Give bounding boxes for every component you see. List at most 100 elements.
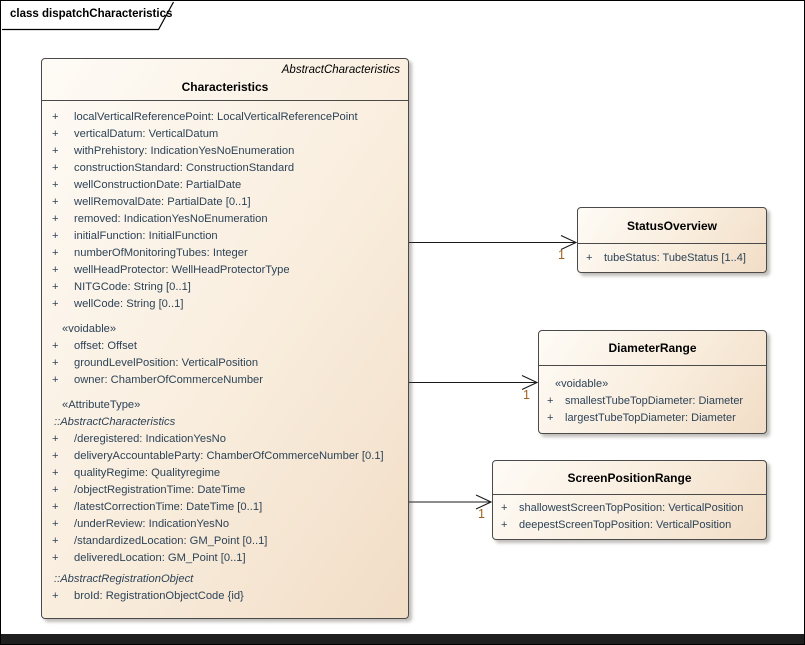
visibility-plus: + — [52, 162, 59, 174]
attribute-row: + numberOfMonitoringTubes: Integer — [42, 245, 408, 262]
visibility-plus: + — [52, 145, 59, 157]
visibility-plus: + — [52, 196, 59, 208]
attribute-row: + constructionStandard: ConstructionStand… — [42, 160, 408, 177]
attribute-text: qualityRegime: Qualityregime — [74, 467, 221, 479]
visibility-plus: + — [52, 281, 59, 293]
attribute-row: + wellCode: String [0..1] — [42, 296, 408, 313]
visibility-plus: + — [52, 552, 59, 564]
stereotype-voidable-label: «voidable» — [62, 323, 117, 335]
class-statusoverview[interactable]: StatusOverview + tubeStatus: TubeStatus [… — [577, 207, 767, 273]
connector-screenpositionrange[interactable] — [409, 494, 493, 510]
visibility-plus: + — [586, 252, 593, 264]
attribute-text: shallowestScreenTopPosition: VerticalPos… — [519, 502, 744, 514]
class-name: StatusOverview — [626, 218, 718, 233]
visibility-plus: + — [501, 502, 508, 514]
attribute-row: +owner: ChamberOfCommerceNumber — [42, 372, 408, 389]
attribute-row: +deliveryAccountableParty: ChamberOfComm… — [42, 448, 408, 465]
visibility-plus: + — [52, 467, 59, 479]
attribute-row: +smallestTubeTopDiameter: Diameter — [539, 393, 766, 410]
attribute-row: +initialFunction: InitialFunction — [42, 228, 408, 245]
inherited-section-label: ::AbstractRegistrationObject — [54, 573, 194, 585]
connector-statusoverview[interactable] — [409, 235, 578, 250]
stereotype-attributetype-label: «AttributeType» — [62, 399, 141, 411]
visibility-plus: + — [547, 412, 554, 424]
visibility-plus: + — [52, 340, 59, 352]
stereotype-voidable-label: «voidable» — [555, 378, 609, 390]
attribute-text: wellHeadProtector: WellHeadProtectorType — [74, 264, 290, 276]
attribute-row: + wellRemovalDate: PartialDate [0..1] — [42, 194, 408, 211]
attribute-text: tubeStatus: TubeStatus [1..4] — [604, 252, 746, 264]
multiplicity-label: 1 — [558, 248, 565, 262]
class-diameterrange[interactable]: DiameterRange «voidable» +smallestTubeTo… — [538, 330, 767, 434]
class-header: DiameterRange — [539, 331, 766, 366]
inherited-section-label: ::AbstractCharacteristics — [54, 416, 176, 428]
class-screenpositionrange[interactable]: ScreenPositionRange + shallowestScreenTop… — [492, 460, 767, 540]
attribute-row: + tubeStatus: TubeStatus [1..4] — [578, 250, 766, 267]
frame-title: class dispatchCharacteristics — [10, 8, 173, 20]
attribute-row: + shallowestScreenTopPosition: VerticalPo… — [493, 500, 766, 517]
attribute-text: deepestScreenTopPosition: VerticalPositi… — [519, 519, 732, 531]
attribute-text: /objectRegistrationTime: DateTime — [74, 484, 246, 496]
open-arrowhead-icon — [475, 494, 493, 510]
attribute-text: NITGCode: String [0..1] — [74, 281, 191, 293]
attribute-text: smallestTubeTopDiameter: Diameter — [565, 395, 744, 407]
attribute-row: +/standardizedLocation: GM_Point [0..1] — [42, 533, 408, 550]
class-header: StatusOverview — [578, 208, 766, 244]
attribute-text: /standardizedLocation: GM_Point [0..1] — [74, 535, 268, 547]
attribute-row: + NITGCode: String [0..1] — [42, 279, 408, 296]
attribute-row: + offset: Offset — [42, 338, 408, 355]
attribute-row: + wellHeadProtector: WellHeadProtectorTyp… — [42, 262, 408, 279]
attribute-row: + deepestScreenTopPosition: VerticalPosit… — [493, 517, 766, 534]
attribute-text: /deregistered: IndicationYesNo — [74, 433, 226, 445]
attribute-row: + qualityRegime: Qualityregime — [42, 465, 408, 482]
attribute-text: /latestCorrectionTime: DateTime [0..1] — [74, 501, 263, 513]
attribute-text: deliveredLocation: GM_Point [0..1] — [74, 552, 246, 564]
class-name: ScreenPositionRange — [567, 470, 692, 485]
attribute-text: constructionStandard: ConstructionStanda… — [74, 162, 295, 174]
attribute-text: wellRemovalDate: PartialDate [0..1] — [74, 196, 251, 208]
attribute-row: +/deregistered: IndicationYesNo — [42, 431, 408, 448]
attribute-text: numberOfMonitoringTubes: Integer — [74, 247, 248, 259]
connector-diameterrange[interactable] — [409, 375, 539, 390]
class-name: Characteristics — [181, 80, 269, 94]
attribute-text: broId: RegistrationObjectCode {id} — [74, 590, 244, 602]
class-header: AbstractCharacteristics Characteristics — [42, 59, 408, 101]
frame-tab-outline — [2, 1, 175, 31]
attribute-text: verticalDatum: VerticalDatum — [74, 128, 219, 140]
attribute-text: withPrehistory: IndicationYesNoEnumerati… — [74, 145, 295, 157]
visibility-plus: + — [52, 264, 59, 276]
attribute-row: + largestTubeTopDiameter: Diameter — [539, 410, 766, 427]
attribute-row: + removed: IndicationYesNoEnumeration — [42, 211, 408, 228]
attribute-text: removed: IndicationYesNoEnumeration — [74, 213, 268, 225]
attribute-text: deliveryAccountableParty: ChamberOfComme… — [74, 450, 384, 462]
attribute-row: +/objectRegistrationTime: DateTime — [42, 482, 408, 499]
class-characteristics[interactable]: AbstractCharacteristics Characteristics … — [41, 58, 409, 619]
attribute-text: wellCode: String [0..1] — [74, 298, 184, 310]
visibility-plus: + — [52, 374, 59, 386]
visibility-plus: + — [52, 590, 59, 602]
multiplicity-label: 1 — [523, 388, 530, 402]
parent-class-label: AbstractCharacteristics — [281, 64, 400, 76]
open-arrowhead-icon — [560, 235, 578, 250]
open-arrowhead-icon — [521, 375, 539, 390]
visibility-plus: + — [52, 247, 59, 259]
attribute-row: +wellConstructionDate: PartialDate — [42, 177, 408, 194]
visibility-plus: + — [52, 128, 59, 140]
attribute-text: /underReview: IndicationYesNo — [74, 518, 230, 530]
attribute-row: +groundLevelPosition: VerticalPosition — [42, 355, 408, 372]
visibility-plus: + — [52, 298, 59, 310]
attribute-row: + deliveredLocation: GM_Point [0..1] — [42, 550, 408, 567]
multiplicity-label: 1 — [478, 507, 485, 521]
visibility-plus: + — [52, 213, 59, 225]
attribute-text: largestTubeTopDiameter: Diameter — [565, 412, 736, 424]
attribute-text: wellConstructionDate: PartialDate — [74, 179, 242, 191]
visibility-plus: + — [501, 519, 508, 531]
attribute-text: initialFunction: InitialFunction — [74, 230, 218, 242]
attributes-compartment: + shallowestScreenTopPosition: VerticalPo… — [493, 495, 766, 534]
attribute-row: +/underReview: IndicationYesNo — [42, 516, 408, 533]
attribute-text: offset: Offset — [74, 340, 138, 352]
attribute-row: + withPrehistory: IndicationYesNoEnumerat… — [42, 143, 408, 160]
attributes-compartment: «voidable» +smallestTubeTopDiameter: Dia… — [539, 366, 766, 427]
